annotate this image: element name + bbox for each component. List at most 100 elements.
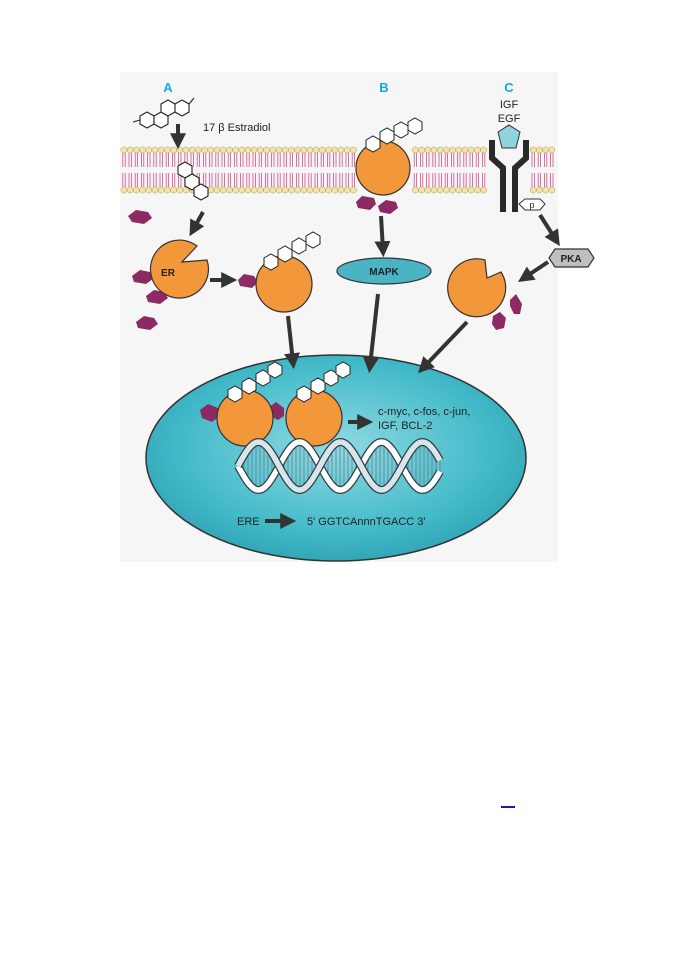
lipid-head <box>275 146 283 154</box>
lipid-head <box>176 186 184 194</box>
phosphate-label: p <box>529 200 534 210</box>
lipid-head <box>288 186 295 194</box>
lipid-head <box>157 146 165 154</box>
lipid-head <box>126 146 134 154</box>
lipid-head <box>474 146 481 154</box>
lipid-head <box>529 186 537 194</box>
lipid-head <box>536 186 543 194</box>
lipid-head <box>176 146 184 154</box>
arrow-receptor-to-pka <box>538 213 560 247</box>
lipid-head <box>418 186 425 194</box>
reference-link[interactable] <box>501 790 515 808</box>
lipid-head <box>133 186 140 194</box>
pathway-label-c: C <box>504 80 514 95</box>
lipid-head <box>238 146 246 154</box>
lipid-head <box>238 186 246 194</box>
arrow-mapk-to-nucleus <box>363 293 380 374</box>
lipid-head <box>120 186 128 194</box>
mapk-label: MAPK <box>369 267 399 278</box>
lipid-head <box>443 186 450 194</box>
lipid-head <box>412 186 419 194</box>
lipid-head <box>257 186 264 194</box>
lipid-head <box>455 186 463 194</box>
coactivator-icon <box>128 210 152 224</box>
nuclear-receptor-left <box>216 389 274 447</box>
coactivator-icon <box>378 200 398 214</box>
lipid-head <box>288 146 295 154</box>
lipid-head <box>213 186 221 194</box>
lipid-head <box>331 186 339 194</box>
estradiol-bound-b <box>365 117 423 153</box>
lipid-head <box>443 146 450 154</box>
pathway-label-a: A <box>163 80 173 95</box>
lipid-head <box>424 186 432 194</box>
lipid-head <box>449 186 456 194</box>
lipid-head <box>213 146 221 154</box>
lipid-head <box>219 186 227 194</box>
lipid-head <box>219 146 227 154</box>
er-label: ER <box>161 268 176 279</box>
lipid-head <box>232 186 239 194</box>
lipid-head <box>207 146 215 154</box>
lipid-head <box>188 146 196 154</box>
coactivator-icon <box>356 196 376 210</box>
estradiol-nuclear-left <box>227 361 283 403</box>
lipid-head <box>343 146 351 154</box>
lipid-head <box>269 186 277 194</box>
estradiol-molecule-outside <box>132 97 195 129</box>
lipid-head <box>319 186 326 194</box>
target-genes-line1: c-myc, c-fos, c-jun, <box>378 406 470 418</box>
dna-strand <box>235 439 443 493</box>
lipid-head <box>306 146 314 154</box>
lipid-head <box>319 146 326 154</box>
lipid-head <box>467 146 475 154</box>
phosphate-tag <box>518 198 546 211</box>
estradiol-nuclear-right <box>296 361 351 403</box>
lipid-head <box>548 146 556 154</box>
lipid-head <box>201 146 208 154</box>
ere-sequence: 5' GGTCAnnnTGACC 3' <box>307 516 426 528</box>
estrogen-receptor-unbound <box>149 239 210 299</box>
cell-membrane <box>120 146 556 194</box>
ere-label: ERE <box>237 516 260 528</box>
estrogen-receptor-pathway-c <box>447 258 507 318</box>
lipid-head <box>542 146 549 154</box>
lipid-head <box>170 186 177 194</box>
lipid-head <box>139 146 146 154</box>
lipid-head <box>250 146 258 154</box>
lipid-head <box>263 146 270 154</box>
coactivator-icon <box>132 270 154 284</box>
lipid-head <box>436 146 444 154</box>
lipid-head <box>536 146 543 154</box>
pka-node <box>548 248 595 268</box>
arrow-pka-to-er <box>518 260 550 282</box>
egf-label: EGF <box>498 113 521 125</box>
dna-strand <box>235 439 443 493</box>
lipid-head <box>449 146 456 154</box>
arrow-complex-a-to-nucleus <box>284 315 301 370</box>
lipid-head <box>164 146 171 154</box>
lipid-head <box>412 146 419 154</box>
lipid-head <box>436 186 444 194</box>
estradiol-molecule-in-membrane <box>177 161 209 201</box>
lipid-head <box>151 186 159 194</box>
lipid-head <box>170 146 177 154</box>
coactivator-icon <box>510 294 522 314</box>
lipid-head <box>126 186 134 194</box>
lipid-head <box>139 186 146 194</box>
growth-factor-ligand <box>497 124 521 149</box>
lipid-head <box>244 146 252 154</box>
lipid-head <box>226 146 233 154</box>
coactivator-icon <box>136 316 158 330</box>
lipid-head <box>300 146 308 154</box>
lipid-head <box>207 186 215 194</box>
lipid-head <box>257 146 264 154</box>
coactivator-icon <box>238 274 258 288</box>
lipid-head <box>157 186 165 194</box>
lipid-head <box>306 186 314 194</box>
lipid-head <box>474 186 481 194</box>
lipid-head <box>350 186 357 194</box>
lipid-head <box>133 146 140 154</box>
lipid-head <box>294 146 301 154</box>
lipid-head <box>269 146 277 154</box>
